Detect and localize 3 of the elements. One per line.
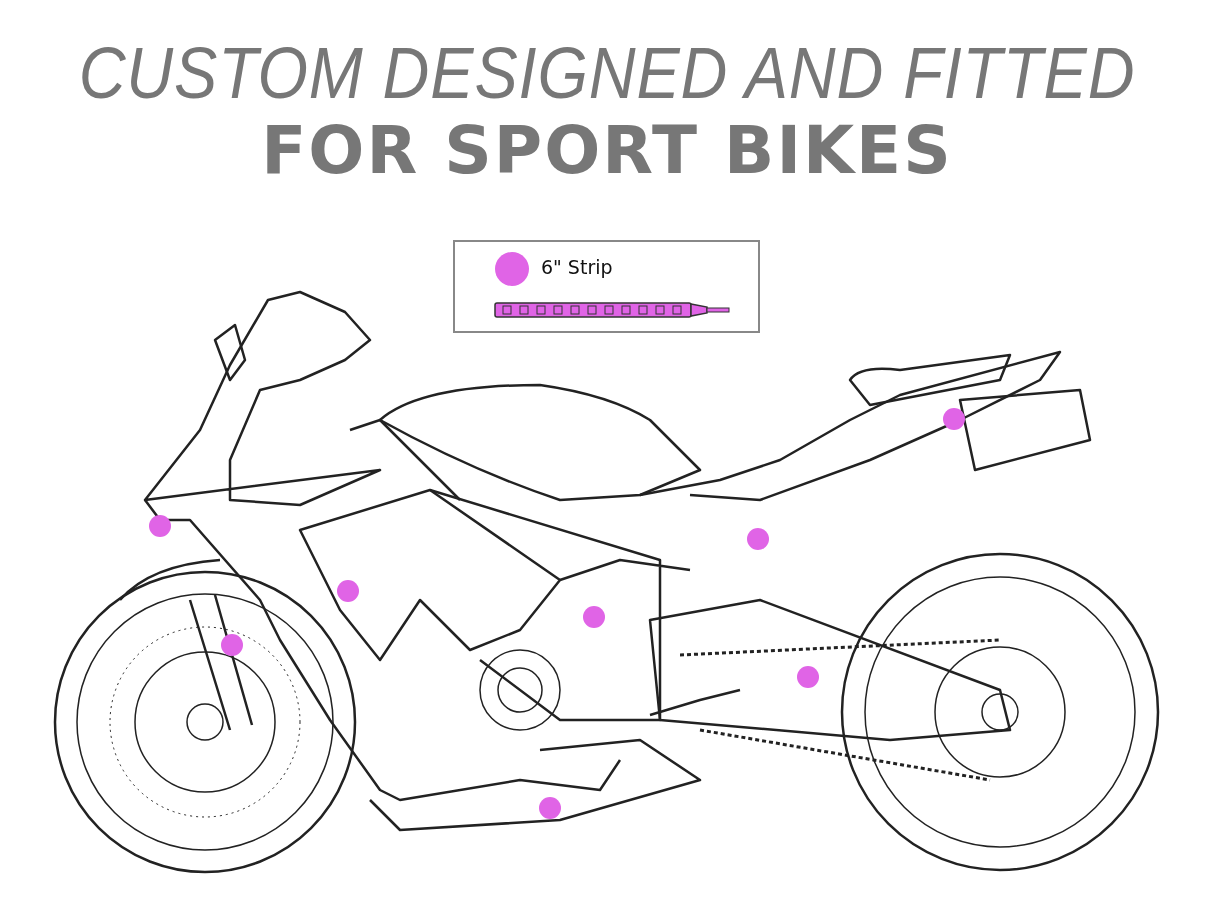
subtitle: FOR SPORT BIKES [260, 112, 954, 189]
title: CUSTOM DESIGNED AND FITTED [77, 32, 1137, 114]
legend-label: 6" Strip [541, 256, 613, 278]
